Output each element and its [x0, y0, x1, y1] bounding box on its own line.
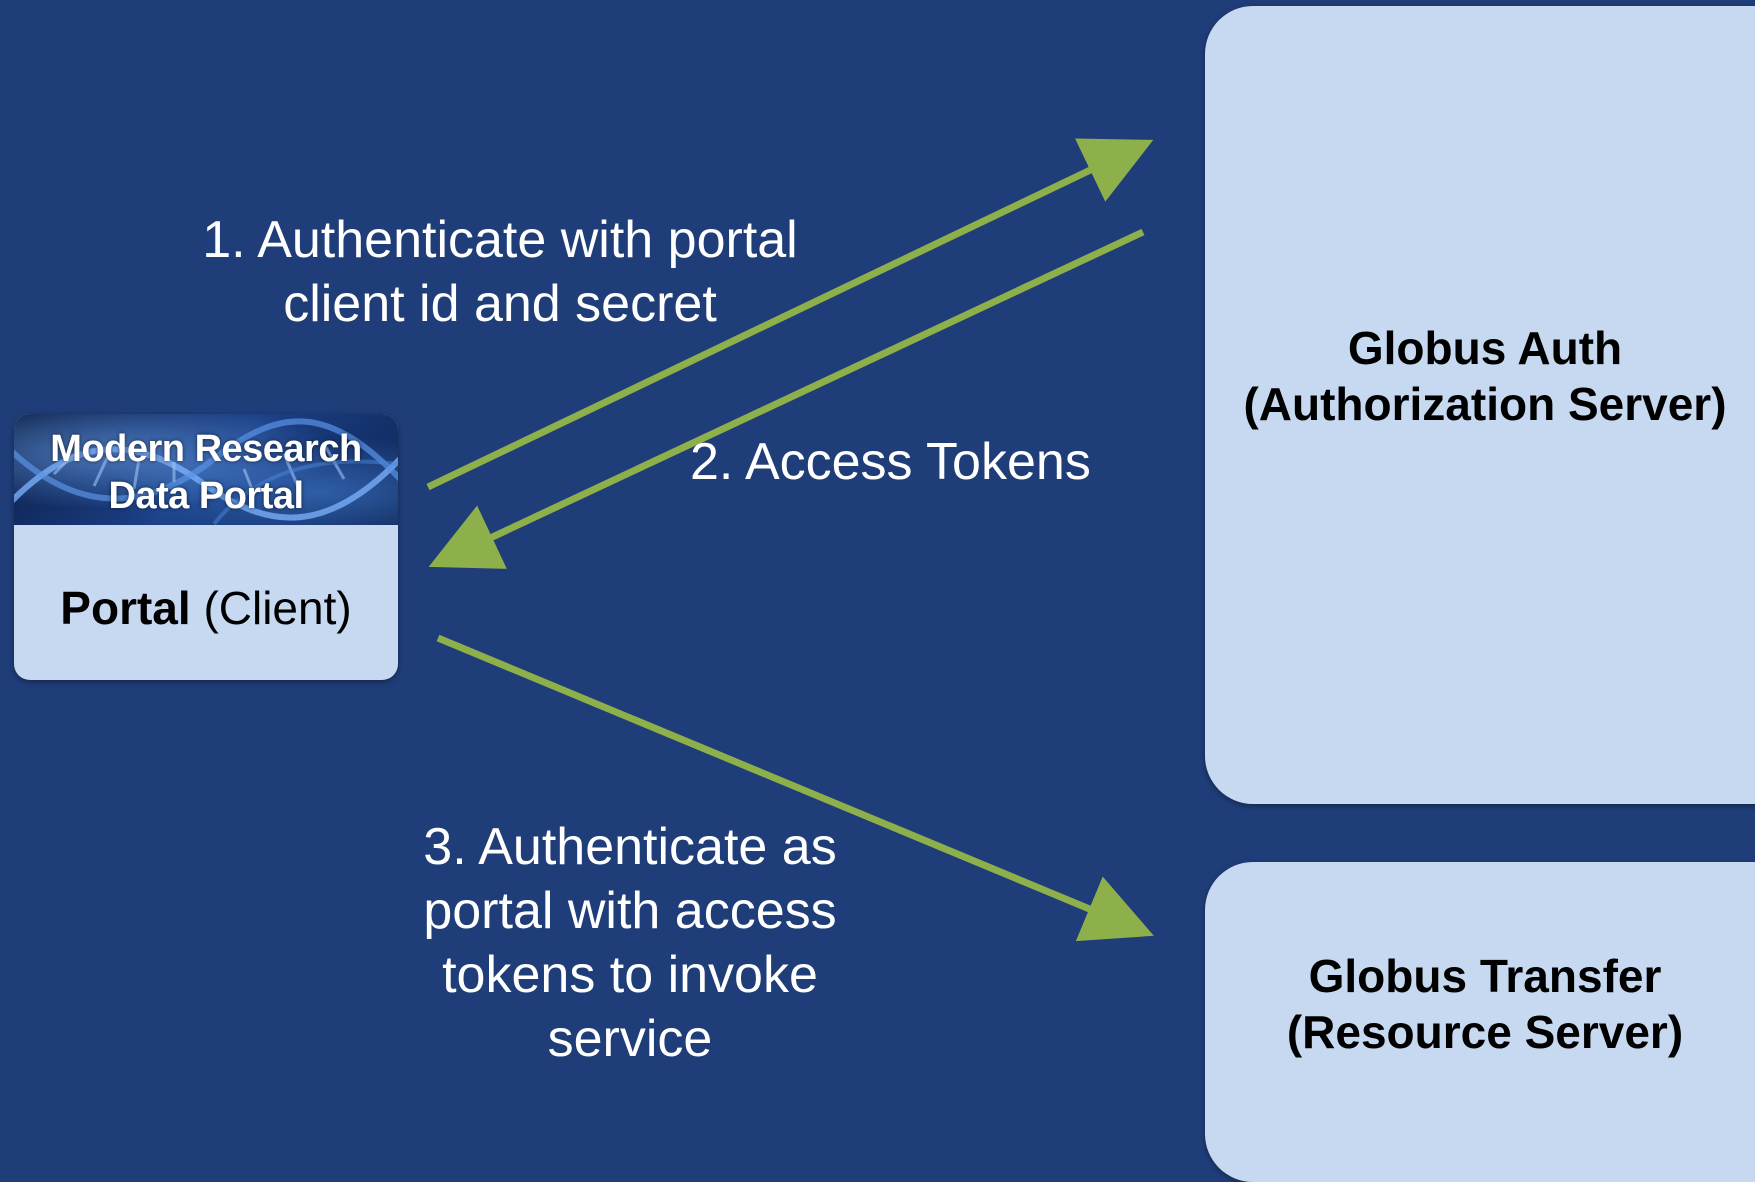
portal-label-bold: Portal	[60, 582, 191, 634]
arrow-step-1	[426, 138, 1154, 491]
arrow-step-3	[436, 634, 1154, 942]
step-2-label: 2. Access Tokens	[690, 433, 1091, 491]
globus-transfer-server-label: Globus Transfer (Resource Server)	[1286, 950, 1684, 1058]
portal-banner-image: Modern Research Data Portal	[14, 414, 398, 525]
portal-label-role: (Client)	[190, 582, 352, 634]
step-1-label: 1. Authenticate with portal client id an…	[202, 211, 798, 333]
portal-banner-title: Modern Research Data Portal	[50, 428, 362, 517]
arrow-step-2	[428, 228, 1145, 569]
dna-helix-icon	[14, 418, 398, 525]
globus-auth-server-box	[1205, 6, 1755, 804]
globus-transfer-server-box	[1205, 862, 1755, 1182]
flow-arrows	[426, 138, 1154, 942]
portal-client-label: Portal (Client)	[0, 580, 412, 636]
portal-client-card: Modern Research Data Portal	[14, 414, 398, 680]
globus-auth-server-label: Globus Auth (Authorization Server)	[1243, 322, 1727, 430]
step-3-label: 3. Authenticate as portal with access to…	[423, 818, 837, 1068]
